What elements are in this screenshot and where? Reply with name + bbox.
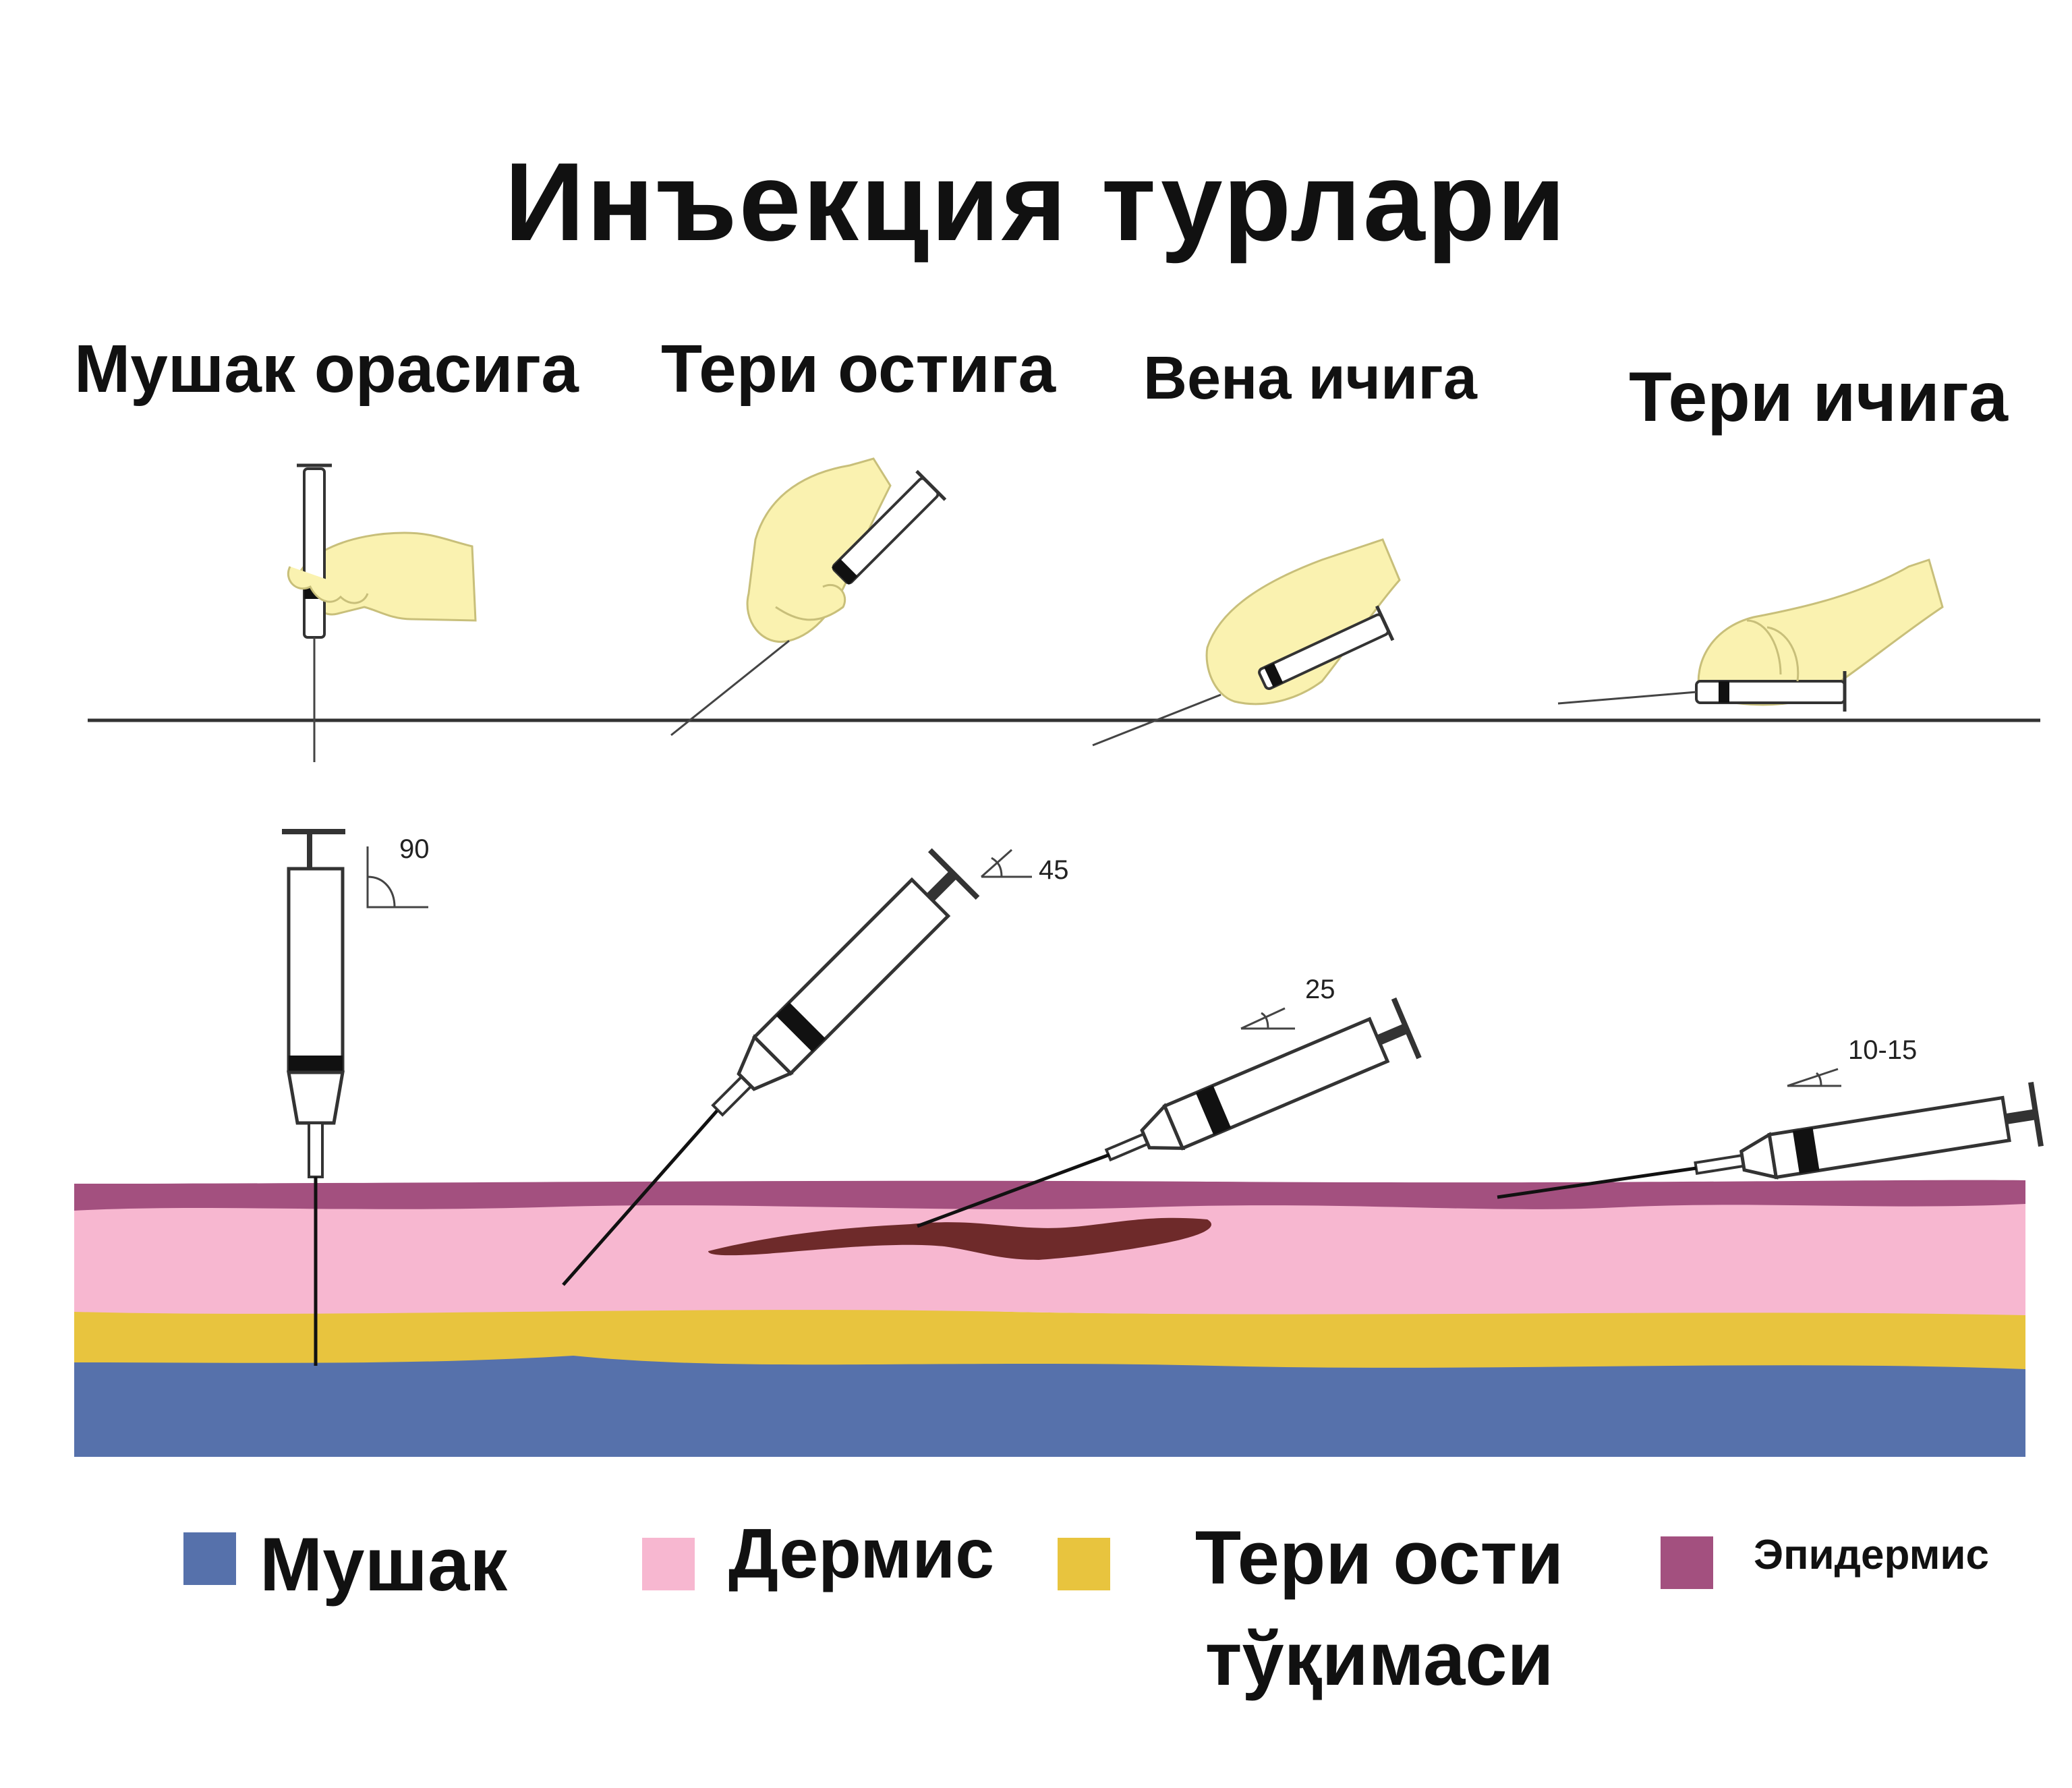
- method-label-intradermal: Тери ичига: [1629, 358, 2008, 436]
- syringe-45-icon: [562, 848, 1032, 1286]
- method-label-intravenous: Вена ичига: [1143, 345, 1477, 412]
- page-title: Инъекция турлари: [505, 140, 1567, 264]
- skin-cross-section: [74, 1180, 2025, 1457]
- syringe-10-15-icon: [1497, 1068, 2044, 1199]
- method-label-intramuscular: Мушак орасига: [74, 331, 579, 407]
- epidermis-layer: [74, 1180, 2025, 1211]
- angle-label-45: 45: [1039, 855, 1069, 885]
- hand-syringe-intravenous-icon: [1092, 538, 1401, 747]
- legend-swatch-dermis: [642, 1538, 695, 1590]
- syringe-90-icon: [282, 829, 428, 1366]
- legend-swatch-muscle: [183, 1532, 236, 1585]
- hand-syringe-subcutaneous-icon: [670, 457, 947, 737]
- legend-label-subcutaneous: Тери ости тўқимаси: [1195, 1516, 1564, 1701]
- legend-label-dermis: Дермис: [728, 1515, 995, 1593]
- angle-label-10-15: 10-15: [1848, 1035, 1918, 1065]
- method-label-subcutaneous: Тери остига: [661, 331, 1056, 407]
- legend-label-epidermis: Эпидермис: [1754, 1532, 1990, 1578]
- legend-swatch-epidermis: [1661, 1536, 1713, 1589]
- vein-shape: [708, 1217, 1211, 1260]
- hand-syringe-intradermal-icon: [1557, 558, 1944, 712]
- syringe-25-icon: [917, 997, 1422, 1228]
- legend-swatch-subcutaneous: [1058, 1538, 1110, 1590]
- hand-syringe-intramuscular-icon: [287, 463, 477, 762]
- subcutaneous-layer: [74, 1308, 2025, 1369]
- angle-label-25: 25: [1305, 975, 1335, 1004]
- angle-label-90: 90: [399, 834, 430, 864]
- legend-label-muscle: Мушак: [260, 1522, 508, 1607]
